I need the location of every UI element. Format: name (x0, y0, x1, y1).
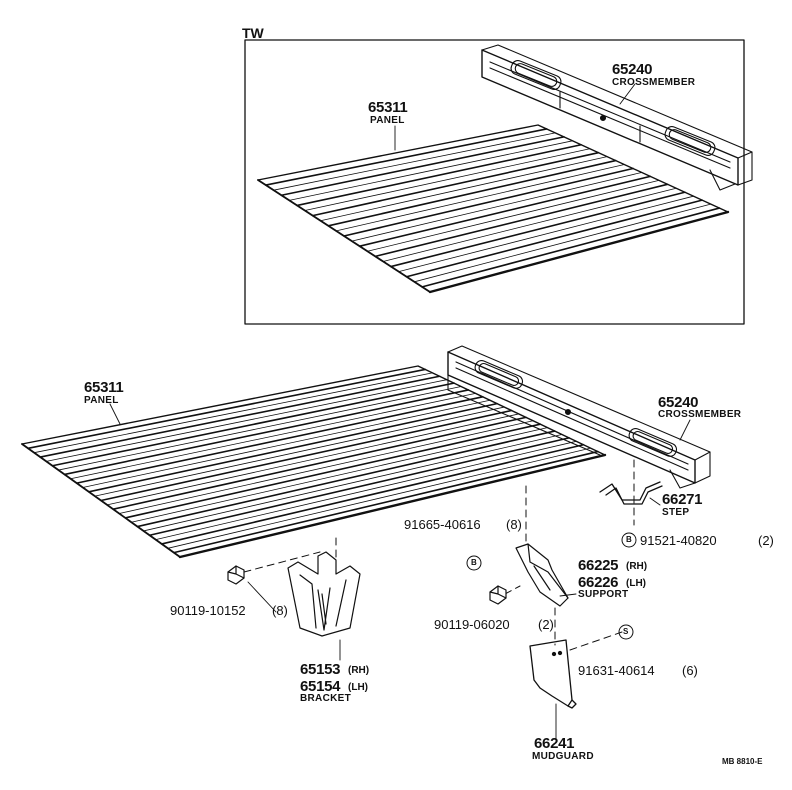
support-rh-suffix: (RH) (626, 561, 648, 572)
bolt-90119-10152-drawing (227, 565, 245, 585)
crossmember-top-drawing (481, 44, 753, 191)
panel-rib (33, 372, 433, 454)
panel-main-number: 65311 (84, 379, 124, 396)
panel-rib (118, 420, 534, 514)
panel-rib (398, 195, 694, 273)
inset-label: TW (242, 25, 264, 41)
marker-b-left: B (471, 558, 477, 567)
leader-lines (243, 459, 635, 651)
bolt-91521-number: 91521-40820 (640, 533, 717, 548)
panel-rib (143, 434, 563, 532)
panel-rib (63, 389, 470, 476)
panel-rib (51, 382, 455, 467)
panel-main-name: PANEL (84, 395, 119, 406)
panel-rib (351, 172, 643, 242)
panel-rib (70, 392, 476, 480)
panel-rib (136, 430, 556, 528)
support-lh-number: 66226 (578, 574, 619, 591)
panel-rib (335, 164, 625, 232)
bolt-90119-06020-drawing (489, 585, 507, 605)
support-rh-number: 66225 (578, 557, 619, 574)
screw-91631-number: 91631-40614 (578, 663, 655, 678)
mudguard-drawing (529, 639, 577, 709)
panel-rib (382, 187, 677, 262)
panel-rib (160, 443, 585, 545)
panel-rib (112, 416, 527, 510)
bracket-rh-number: 65153 (300, 661, 341, 678)
crossmember-main-name: CROSSMEMBER (658, 409, 742, 420)
bracket-drawing (287, 551, 361, 637)
panel-rib (39, 375, 441, 458)
bracket-lh-number: 65154 (300, 678, 341, 695)
panel-rib (367, 179, 660, 252)
panel-rib (45, 379, 448, 462)
panel-rib (88, 402, 498, 493)
panel-rib (155, 440, 577, 541)
crossmember-top-number: 65240 (612, 61, 653, 78)
step-number: 66271 (662, 491, 703, 508)
panel-rib (273, 132, 556, 191)
bolt-91665-number: 91665-40616 (404, 517, 481, 532)
crossmember-top-name: CROSSMEMBER (612, 77, 696, 88)
panel-rib (75, 396, 484, 484)
crossmember-main-number: 65240 (658, 394, 699, 411)
panel-rib (288, 140, 573, 201)
bolt-91521-qty: (2) (758, 533, 774, 548)
bracket-name: BRACKET (300, 693, 351, 704)
mudguard-name: MUDGUARD (532, 751, 594, 762)
bolt-90119-10152-qty: (8) (272, 603, 288, 618)
figure-reference: MB 8810-E (722, 757, 763, 766)
panel-rib (124, 423, 542, 519)
support-drawing (515, 543, 569, 607)
panel-rib (327, 159, 617, 227)
marker-b-right: B (626, 535, 632, 544)
panel-rib (58, 386, 462, 471)
panel-rib (390, 191, 686, 268)
step-name: STEP (662, 507, 690, 518)
panel-top-number: 65311 (368, 99, 408, 116)
inset-frame (244, 39, 745, 325)
panel-rib (82, 399, 491, 488)
bolt-90119-06020-qty: (2) (538, 617, 554, 632)
panel-rib (374, 183, 669, 258)
panel-rib (296, 143, 582, 207)
panel-rib (405, 199, 703, 278)
panel-rib (343, 167, 634, 237)
panel-rib (148, 437, 570, 537)
panel-rib (421, 207, 721, 288)
panel-top-name: PANEL (370, 115, 405, 126)
mudguard-number: 66241 (534, 735, 575, 752)
screw-91631-qty: (6) (682, 663, 698, 678)
panel-rib (280, 136, 565, 197)
bolt-91665-qty: (8) (506, 517, 522, 532)
panel-rib (167, 447, 592, 549)
bolt-90119-10152-number: 90119-10152 (170, 603, 246, 618)
label-leaders (109, 83, 691, 741)
support-name: SUPPORT (578, 589, 629, 600)
panel-rib (320, 156, 608, 222)
panel-rib (311, 151, 600, 217)
panel-rib (130, 427, 548, 523)
panel-rib (106, 413, 520, 506)
marker-s: S (623, 627, 629, 636)
panel-rib (27, 368, 426, 450)
bracket-lh-suffix: (LH) (348, 682, 368, 693)
support-lh-suffix: (LH) (626, 578, 646, 589)
bracket-rh-suffix: (RH) (348, 665, 370, 676)
bolt-90119-06020-number: 90119-06020 (434, 617, 510, 632)
step-drawing (599, 481, 663, 505)
panel-rib (100, 409, 513, 502)
panel-rib (265, 128, 548, 186)
crossmember-main-drawing (447, 345, 711, 489)
panel-rib (304, 148, 591, 211)
panel-rib (94, 406, 505, 497)
marker-circles (466, 532, 637, 640)
panel-main-drawing (21, 365, 607, 559)
panel-rib (413, 203, 712, 283)
panel-rib (358, 175, 652, 247)
panel-top-drawing (257, 124, 730, 294)
panel-rib (173, 450, 599, 554)
